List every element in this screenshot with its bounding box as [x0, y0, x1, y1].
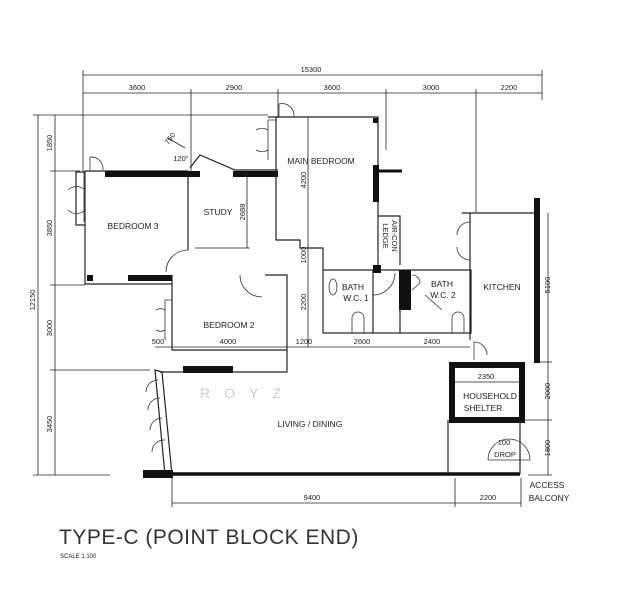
- inner-dimensions: 500 4000 1200 2600 2400 4200 1000 2200 2…: [152, 117, 495, 381]
- dim-inner-2: 1000: [299, 247, 308, 264]
- label-aircon: AIR-CON: [390, 220, 399, 252]
- label-study: STUDY: [204, 207, 233, 217]
- label-balcony: BALCONY: [529, 493, 570, 503]
- dim-top-1: 3600: [129, 83, 146, 92]
- dim-right-2: 2000: [543, 383, 552, 400]
- dim-right-3: 1800: [543, 440, 552, 457]
- dim-left-2: 3850: [45, 220, 54, 237]
- label-bedroom-2: BEDROOM 2: [203, 320, 254, 330]
- dim-total-width: 15300: [301, 65, 322, 74]
- dim-mid-1: 500: [152, 337, 165, 346]
- dim-shelter-width: 2350: [478, 372, 495, 381]
- label-bath-1: BATH: [342, 282, 364, 292]
- dim-top-5: 2200: [501, 83, 518, 92]
- dim-mid-2: 4000: [220, 337, 237, 346]
- room-labels: BEDROOM 3 STUDY MAIN BEDROOM BEDROOM 2 B…: [107, 156, 569, 503]
- dim-bay-angle: 120°: [173, 154, 189, 163]
- plan-scale: SCALE 1:100: [60, 554, 97, 560]
- label-ledge: LEDGE: [381, 223, 390, 248]
- dim-bay-depth: 750: [163, 131, 178, 146]
- bottom-dimensions: 9400 2200: [171, 478, 522, 507]
- walls: 750 120° 2688: [67, 103, 540, 478]
- label-wc-1: W.C. 1: [343, 293, 369, 303]
- dim-left-3: 3000: [45, 320, 54, 337]
- dim-mid-3: 1200: [296, 337, 313, 346]
- label-access: ACCESS: [530, 480, 565, 490]
- dim-top-3: 3600: [324, 83, 341, 92]
- dim-right-1: 5100: [543, 277, 552, 294]
- dim-mid-4: 2600: [354, 337, 371, 346]
- dim-mid-5: 2400: [424, 337, 441, 346]
- dim-bottom-2: 2200: [480, 493, 497, 502]
- label-bedroom-3: BEDROOM 3: [107, 221, 158, 231]
- dim-total-height: 12150: [28, 290, 37, 311]
- label-drop: DROP: [494, 450, 516, 459]
- dim-left-1: 1850: [45, 135, 54, 152]
- dim-inner-3: 2200: [299, 294, 308, 311]
- watermark: ROYZ: [200, 385, 295, 401]
- dim-top-2: 2900: [226, 83, 243, 92]
- dim-bottom-1: 9400: [304, 493, 321, 502]
- label-wc-2: W.C. 2: [430, 290, 456, 300]
- label-shelter: SHELTER: [464, 403, 503, 413]
- dim-inner-1: 4200: [299, 172, 308, 189]
- dim-top-4: 3000: [423, 83, 440, 92]
- plan-title: TYPE-C (POINT BLOCK END): [59, 526, 359, 549]
- right-dimensions: 5100 2000 1800: [524, 213, 552, 476]
- label-bath-2: BATH: [431, 279, 453, 289]
- label-kitchen: KITCHEN: [483, 282, 520, 292]
- dim-study-depth: 2688: [238, 204, 247, 221]
- dim-left-4: 3450: [45, 416, 54, 433]
- label-drop-value: 100: [498, 438, 511, 447]
- label-household: HOUSEHOLD: [463, 391, 517, 401]
- left-dimensions: 12150 1850 3850 3000 3450: [28, 114, 268, 476]
- top-dimensions: 15300 3600 2900 3600 3000 2200: [82, 65, 543, 212]
- label-main-bedroom: MAIN BEDROOM: [287, 156, 355, 166]
- label-living-dining: LIVING / DINING: [278, 419, 343, 429]
